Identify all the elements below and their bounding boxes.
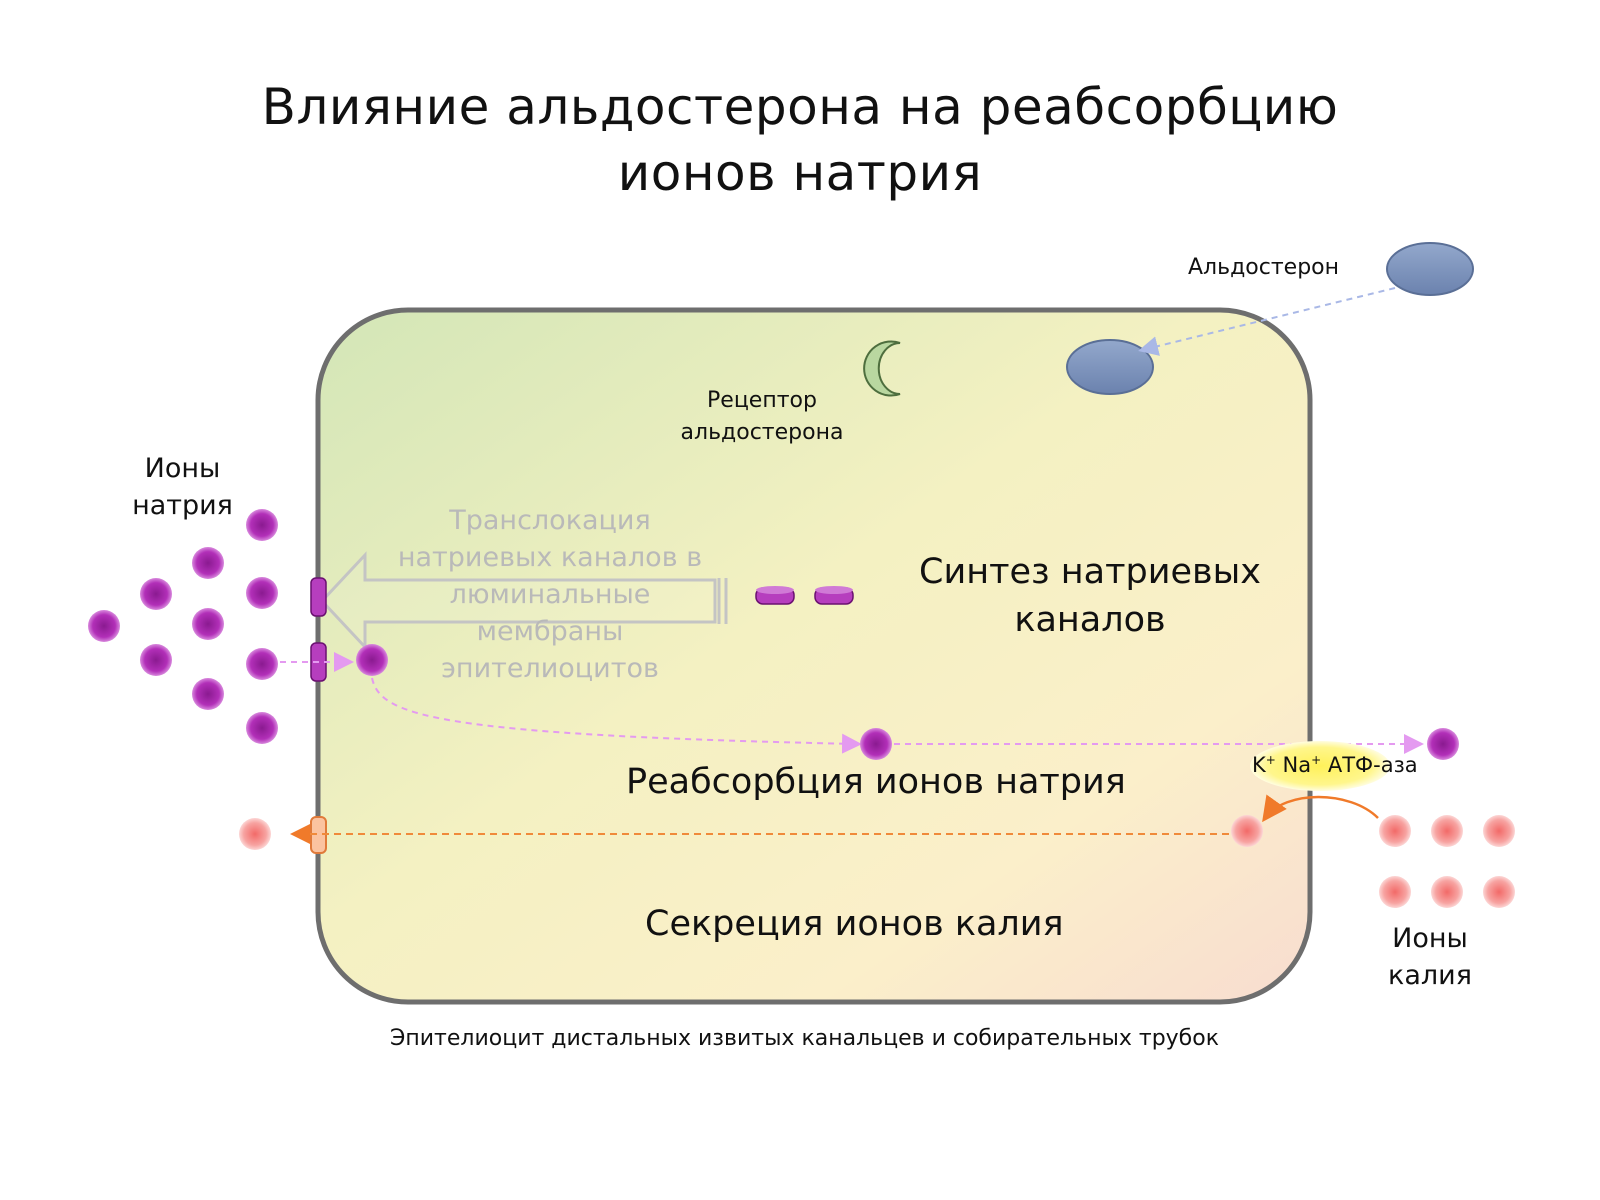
new-sodium-channel-1 (755, 586, 795, 605)
aldosterone-receptor-icon (863, 340, 901, 397)
potassium-ions-interstitial (1379, 815, 1515, 908)
potassium-ion (1483, 815, 1515, 847)
new-sodium-channel-2 (814, 586, 854, 605)
sodium-ion (246, 509, 278, 541)
receptor-label-line-2: альдостерона (680, 420, 844, 445)
reabsorption-label: Реабсорбция ионов натрия (626, 762, 1126, 802)
sodium-transport-path (371, 677, 862, 754)
translocation-label-line-2: натриевых каналов в (397, 542, 703, 573)
sodium-ion (140, 578, 172, 610)
sodium-ions-label: Ионы натрия (120, 450, 245, 524)
sodium-ion (140, 644, 172, 676)
sodium-ion (246, 712, 278, 744)
aldosterone-molecule-outside (1386, 242, 1474, 296)
pump-k-text: K (1252, 753, 1266, 777)
potassium-ion (1483, 876, 1515, 908)
potassium-ions-label-line-1: Ионы (1392, 923, 1468, 954)
sodium-ions-lumen (88, 509, 278, 744)
translocation-label: Транслокация натриевых каналов в люминал… (380, 502, 720, 687)
potassium-ion (1431, 876, 1463, 908)
translocation-label-line-5: эпителиоцитов (441, 653, 659, 684)
sodium-ion-interstitial (1427, 728, 1459, 760)
sodium-ions-label-line-1: Ионы (144, 453, 221, 484)
synthesis-label-line-1: Синтез натриевых (919, 552, 1261, 592)
sodium-ion (246, 648, 278, 680)
sodium-ions-label-line-2: натрия (132, 490, 233, 521)
synthesis-label-line-2: каналов (1014, 600, 1166, 640)
pump-atp-text: АТФ-аза (1321, 753, 1418, 777)
sodium-ion (192, 608, 224, 640)
sodium-ion-intracellular (356, 644, 388, 676)
potassium-ion (1379, 815, 1411, 847)
cell-caption: Эпителиоцит дистальных извитых канальцев… (390, 1026, 1219, 1051)
potassium-ion-lumen (239, 818, 271, 850)
sodium-ion (88, 610, 120, 642)
na-k-atpase-label: K+ Na+ АТФ-аза (1252, 753, 1418, 777)
title-line-1: Влияние альдостерона на реабсорбцию (261, 78, 1339, 136)
sodium-ion-transported (860, 728, 892, 760)
pump-k-charge: + (1265, 753, 1276, 767)
receptor-label: Рецептор альдостерона (672, 385, 852, 449)
potassium-ion (1379, 876, 1411, 908)
sodium-ion (192, 678, 224, 710)
sodium-ion (246, 577, 278, 609)
pump-na-charge: + (1311, 753, 1322, 767)
translocation-label-line-4: мембраны (476, 616, 624, 647)
na-k-atpase-pump (1250, 741, 1390, 791)
title-line-2: ионов натрия (617, 144, 983, 202)
potassium-ions-label: Ионы калия (1365, 920, 1495, 994)
membrane-sodium-channel-upper (310, 577, 327, 617)
page-title: Влияние альдостерона на реабсорбцию ионо… (0, 74, 1600, 206)
pump-na-text: Na (1275, 753, 1312, 777)
translocation-label-line-1: Транслокация (449, 505, 651, 536)
receptor-label-line-1: Рецептор (707, 388, 817, 413)
potassium-uptake-arrow (1262, 794, 1379, 823)
potassium-ion-intracellular (1231, 815, 1263, 847)
synthesis-label: Синтез натриевых каналов (895, 548, 1285, 644)
sodium-ion (192, 547, 224, 579)
aldosterone-molecule-inside (1066, 339, 1154, 395)
potassium-ion (1431, 815, 1463, 847)
aldosterone-label: Альдостерон (1188, 255, 1340, 280)
potassium-secretion-label: Секреция ионов калия (645, 904, 1064, 944)
potassium-ions-label-line-2: калия (1388, 960, 1472, 991)
translocation-arrow (319, 551, 728, 651)
translocation-label-line-3: люминальные (449, 579, 651, 610)
